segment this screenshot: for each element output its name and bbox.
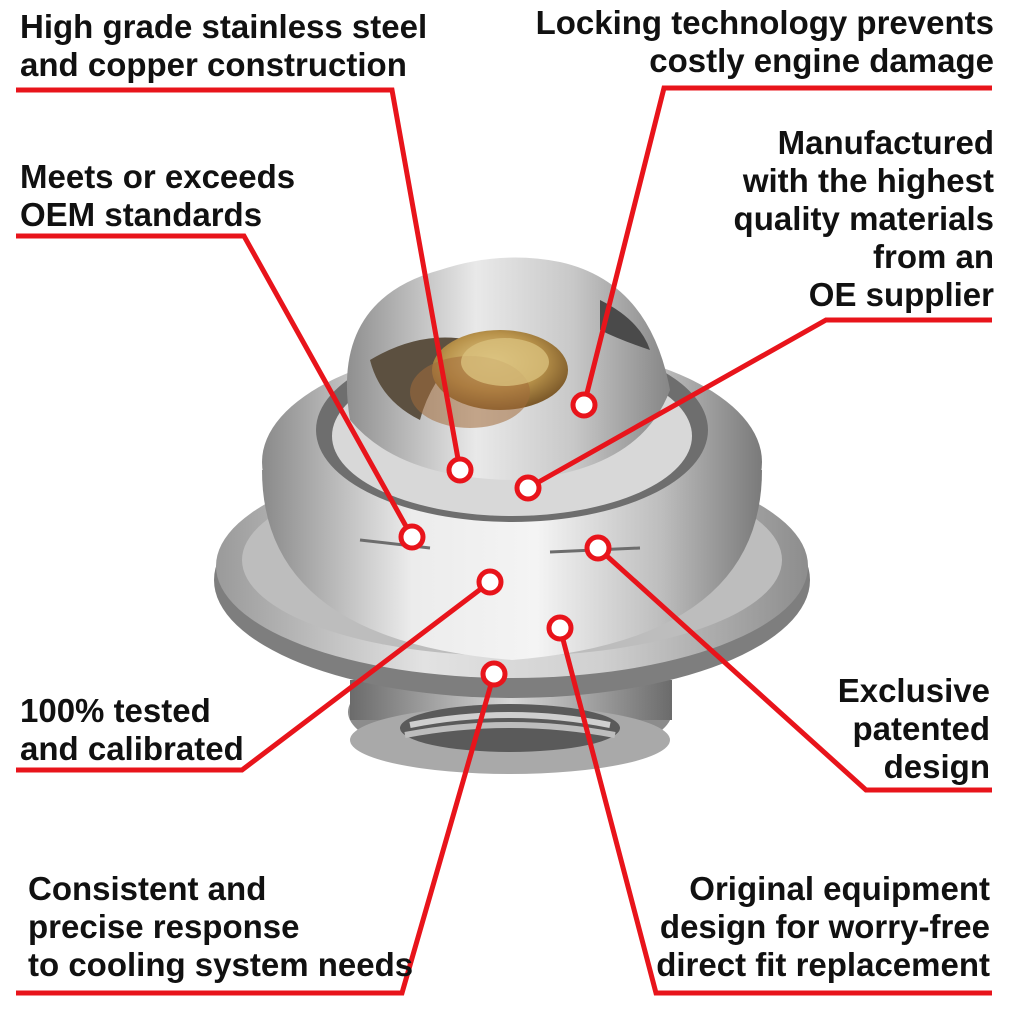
leader-line-oem — [16, 233, 415, 539]
callout-dot-oem — [398, 523, 426, 551]
callout-manufactured-quality: Manufactured with the highest quality ma… — [733, 124, 994, 313]
leader-line-stainless — [16, 87, 463, 471]
leader-line-consistent — [16, 673, 497, 996]
leader-line-tested — [16, 580, 492, 773]
callout-leaders — [16, 85, 992, 996]
callout-dot-tested — [476, 568, 504, 596]
callout-tested-calibrated: 100% tested and calibrated — [20, 692, 244, 767]
callout-dot-locking — [570, 391, 598, 419]
callout-original-equipment: Original equipment design for worry-free… — [656, 870, 990, 983]
top-dome-bridge — [346, 257, 670, 480]
callout-consistent-response: Consistent and precise response to cooli… — [28, 870, 414, 983]
callout-oem-standards: Meets or exceeds OEM standards — [20, 158, 296, 233]
callout-stainless-construction: High grade stainless steel and copper co… — [20, 8, 428, 83]
callout-dot-manufactured — [514, 474, 542, 502]
leader-line-exclusive — [596, 546, 992, 793]
callout-exclusive-design: Exclusive patented design — [837, 672, 990, 785]
callout-dot-exclusive — [584, 534, 612, 562]
callout-dot-consistent — [480, 660, 508, 688]
leader-line-locking — [581, 85, 992, 406]
callout-dot-original — [546, 614, 574, 642]
leader-line-manufactured — [526, 317, 992, 491]
callout-locking-technology: Locking technology prevents costly engin… — [535, 4, 994, 79]
callout-dot-stainless — [446, 456, 474, 484]
leader-line-original — [557, 627, 992, 996]
